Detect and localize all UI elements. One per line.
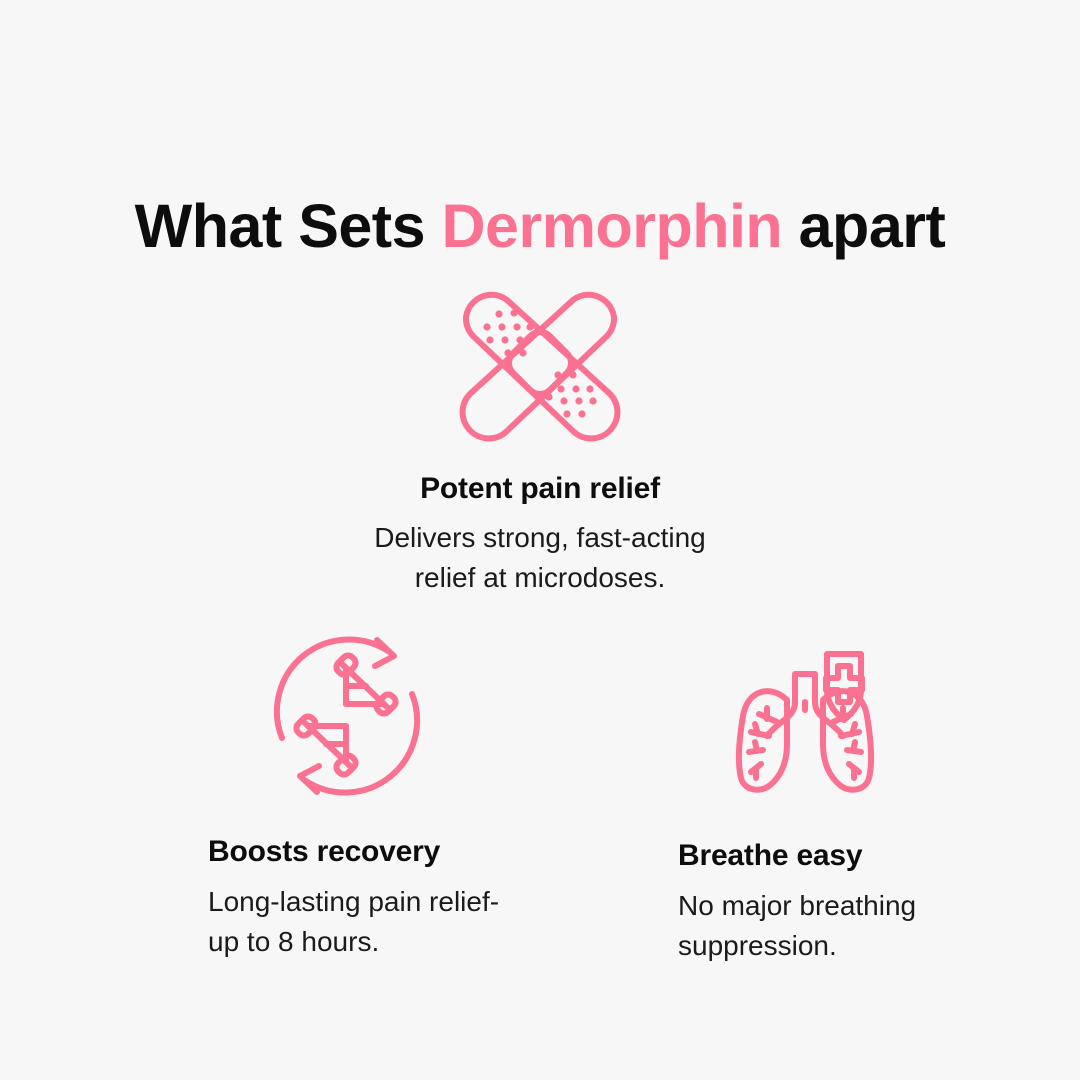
bandage-dots-lower bbox=[545, 371, 597, 418]
feature-description-potent-pain-relief: Delivers strong, fast-acting relief at m… bbox=[374, 522, 706, 593]
bronchi-left bbox=[746, 705, 780, 781]
feature-card-boosts-recovery: Boosts recovery Long-lasting pain relief… bbox=[208, 630, 538, 962]
dna-recycle-arrows-icon-wrapper bbox=[260, 630, 538, 802]
feature-card-potent-pain-relief: Potent pain relief Delivers strong, fast… bbox=[190, 283, 890, 598]
page-title-tail: apart bbox=[782, 191, 946, 260]
bronchi-right bbox=[830, 705, 864, 781]
feature-title-potent-pain-relief: Potent pain relief bbox=[420, 472, 660, 505]
bandage-dots-upper bbox=[483, 309, 534, 357]
feature-title-breathe-easy: Breathe easy bbox=[678, 839, 863, 872]
page-title-lead: What Sets bbox=[134, 191, 442, 260]
crossed-bandages-icon-wrapper bbox=[190, 283, 890, 443]
feature-title-boosts-recovery: Boosts recovery bbox=[208, 835, 441, 868]
page-title: What Sets Dermorphin apart bbox=[0, 191, 1080, 260]
lungs-shield-icon bbox=[735, 651, 875, 793]
feature-description-boosts-recovery: Long-lasting pain relief- up to 8 hours. bbox=[208, 886, 500, 957]
lungs-shield-icon-wrapper bbox=[725, 640, 1008, 800]
feature-description-breathe-easy: No major breathing suppression. bbox=[678, 890, 917, 961]
crossed-bandages-icon bbox=[459, 291, 621, 442]
feature-card-breathe-easy: Breathe easy No major breathing suppress… bbox=[678, 640, 1008, 966]
dna-recycle-arrows-icon bbox=[273, 636, 421, 796]
page-title-accent-word: Dermorphin bbox=[441, 191, 783, 260]
